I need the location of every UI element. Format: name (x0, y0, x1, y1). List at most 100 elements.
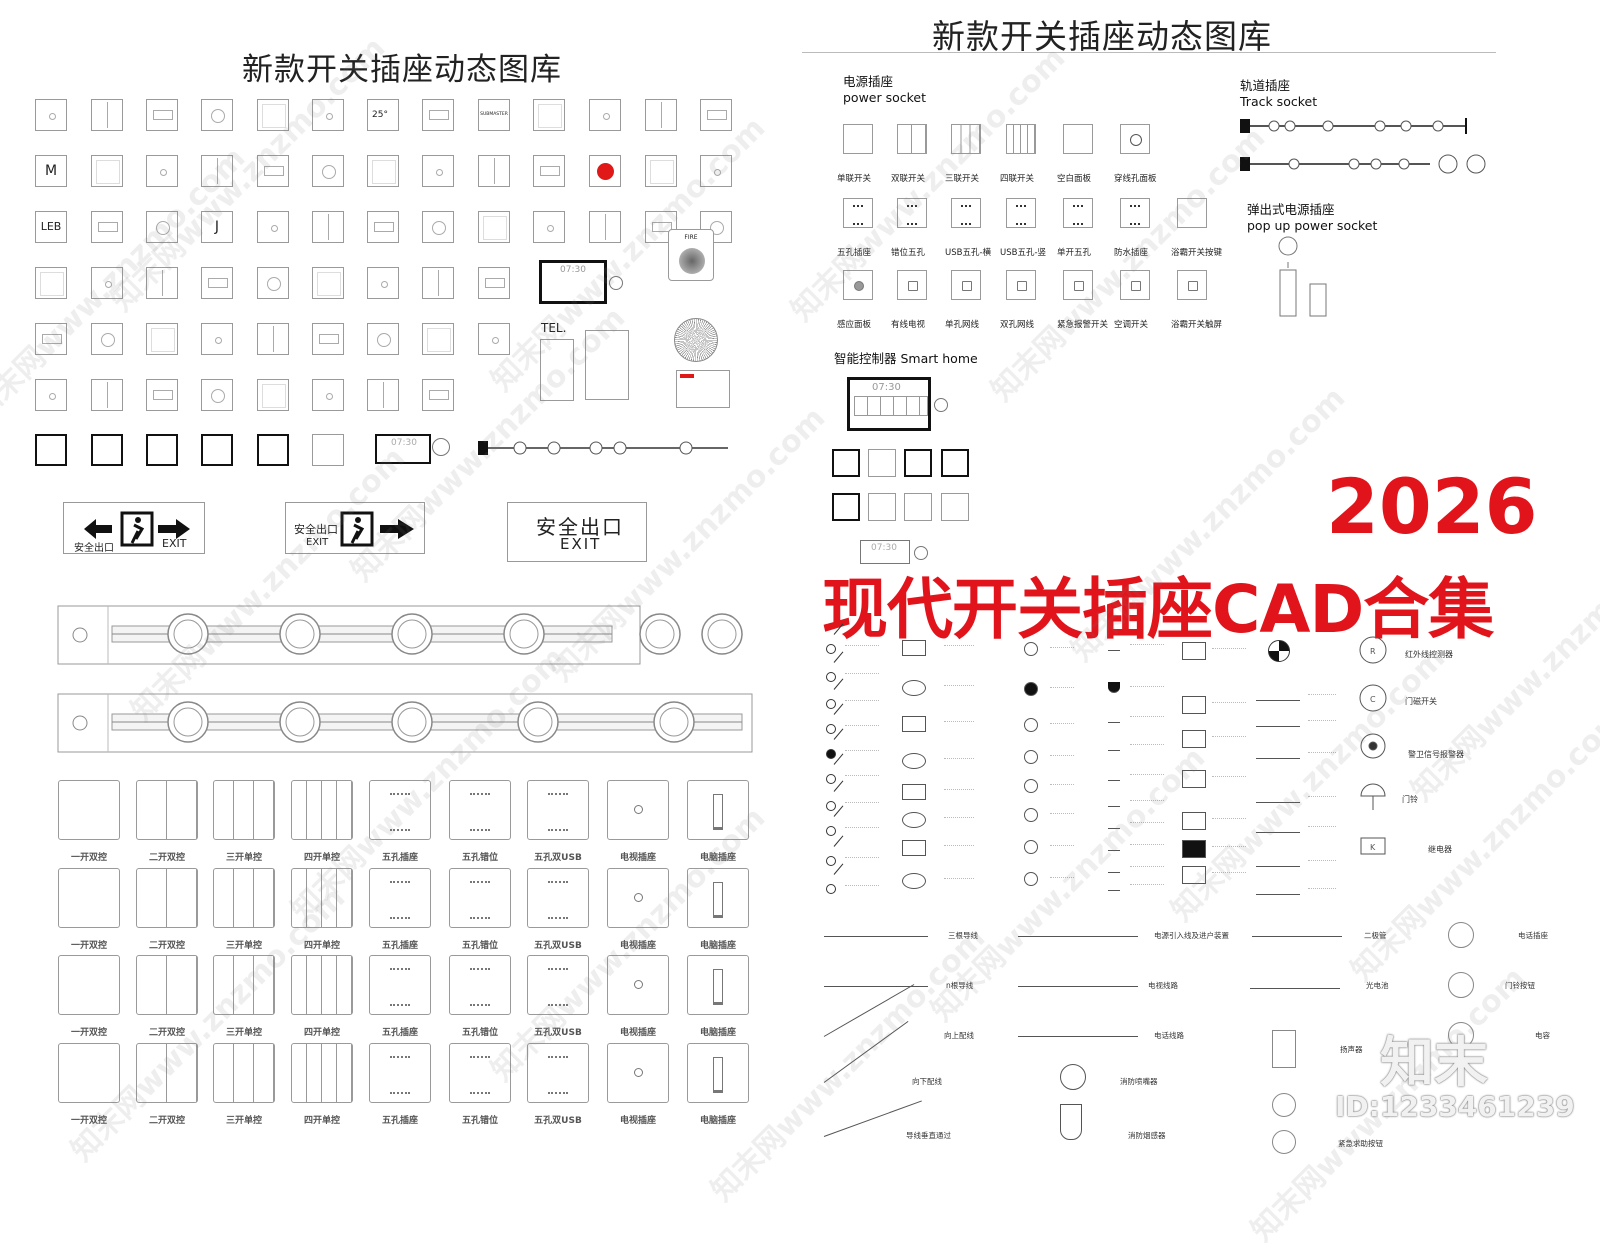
legend-col6-icon (1256, 856, 1300, 867)
switch-dividers (137, 781, 197, 839)
legend-col2-icon (902, 840, 926, 856)
power-socket-caption: 四联开关 (1000, 174, 1035, 184)
tile-glyph (652, 222, 672, 232)
power-socket-tile (843, 198, 873, 228)
tile-submaster-label: SUBMASTER (480, 112, 508, 117)
left-title: 新款开关插座动态图库 (242, 52, 562, 88)
tile-j: J (201, 211, 233, 243)
legend-text-placeholder (944, 817, 974, 822)
power-socket-tile (843, 124, 873, 154)
exit-sign-2: 安全出口 EXIT (285, 502, 425, 554)
tile-leb-label: LEB (40, 220, 62, 233)
grid-caption: 电视插座 (619, 853, 656, 863)
symbol-tile (422, 211, 454, 243)
legend-text-placeholder (1050, 784, 1074, 789)
tel-label: TEL. (541, 321, 567, 335)
grid-caption: 电视插座 (619, 1116, 656, 1126)
popup-socket-icons (1278, 236, 1327, 317)
left-smart-panel-small-knob (432, 438, 450, 456)
symbol-tile (91, 211, 123, 243)
legend-col2-icon (902, 680, 926, 696)
socket-holes-icon (548, 968, 568, 1006)
symbol-tile (257, 211, 289, 243)
legend-text-placeholder (845, 725, 879, 730)
power-socket-caption: USB五孔-竖 (1000, 248, 1047, 258)
socket-holes-icon (470, 793, 490, 831)
track-socket-en: Track socket (1240, 94, 1318, 109)
wire-line-icon (823, 1020, 909, 1083)
legend-col5-icon (1182, 770, 1206, 788)
grid-switch-tile (136, 955, 198, 1015)
tile-glyph (381, 281, 388, 288)
legend-col2-icon (902, 784, 926, 800)
grid-switch-tile (291, 1043, 353, 1103)
symbol-tile (312, 323, 344, 355)
symbol-tile (91, 155, 123, 187)
legend-text-placeholder (944, 721, 974, 726)
grid-switch-tile (136, 868, 198, 928)
power-socket-caption: 空调开关 (1114, 320, 1149, 330)
legend-text-placeholder (1130, 644, 1164, 649)
grid-switch-tile (687, 955, 749, 1015)
smart-home-small-tile (868, 493, 896, 521)
symbol-tile (201, 379, 233, 411)
grid-caption: 电视插座 (619, 1028, 656, 1038)
switch-dividers (59, 1044, 119, 1102)
socket-holes-icon (390, 793, 410, 831)
grid-caption: 五孔双USB (534, 1028, 582, 1038)
left-smart-panel-small-time: 07:30 (391, 438, 417, 448)
grid-caption: 四开单控 (303, 1116, 340, 1126)
power-socket-caption: 浴霸开关按键 (1171, 248, 1223, 258)
power-socket-tile (1063, 124, 1093, 154)
tile-glyph (156, 221, 170, 235)
symbol-tile (91, 267, 123, 299)
left-track-rail-small (478, 441, 728, 455)
legend-text-placeholder (1212, 776, 1246, 781)
brand-watermark: 知末 (1380, 1031, 1488, 1094)
tv-socket-icon (634, 893, 643, 902)
emergency-light-box (676, 370, 730, 408)
legend-text-placeholder (1212, 846, 1246, 851)
tile-glyph (49, 393, 56, 400)
year-headline: 2026 (1326, 462, 1538, 551)
power-socket-glyph (1017, 281, 1027, 291)
wire-label-mid: 消防喷嘴器 (1120, 1077, 1158, 1086)
tile-glyph (211, 109, 225, 123)
grid-switch-tile (527, 868, 589, 928)
legend-circle-icon (1448, 972, 1474, 998)
legend-text-placeholder (1308, 694, 1336, 699)
grid-switch-tile (687, 1043, 749, 1103)
tile-temp-label: 25° (372, 110, 388, 120)
power-socket-glyph (1131, 281, 1141, 291)
legend-text-placeholder (1308, 888, 1336, 893)
symbol-tile (533, 155, 565, 187)
legend-text-placeholder (1130, 866, 1164, 871)
wire-label-right: 紧急求助按钮 (1338, 1139, 1383, 1148)
tile-submaster: SUBMASTER (478, 99, 510, 131)
power-socket-caption: 穿线孔面板 (1114, 174, 1157, 184)
watermark-text: 知末网www.znzmo.com (984, 120, 1273, 409)
smart-panel-tile (35, 434, 67, 466)
tile-glyph (262, 384, 286, 408)
wire-line-icon (1018, 936, 1138, 937)
symbol-tile (257, 379, 289, 411)
wire-label-far: 门铃按钮 (1505, 981, 1535, 990)
power-socket-glyph (1016, 205, 1026, 225)
symbol-tile (478, 323, 510, 355)
legend-text-placeholder (1130, 774, 1164, 779)
grid-caption: 三开单控 (225, 1028, 262, 1038)
legend-text-placeholder (845, 802, 879, 807)
power-socket-en: power socket (843, 90, 927, 105)
legend-col2-icon (902, 753, 926, 769)
legend-text-placeholder (944, 878, 974, 883)
legend-col5-icon (1182, 840, 1206, 858)
power-socket-caption: 错位五孔 (891, 248, 926, 258)
symbol-tile (312, 211, 344, 243)
cad-collection-headline: 现代开关插座CAD合集 (822, 571, 1494, 648)
legend-text-placeholder (1212, 648, 1246, 653)
legend-col5-icon (1182, 730, 1206, 748)
symbol-tile (367, 267, 399, 299)
legend-col6-icon (1256, 716, 1300, 727)
grid-caption: 二开双控 (148, 853, 185, 863)
svg-text:C: C (1370, 695, 1376, 704)
